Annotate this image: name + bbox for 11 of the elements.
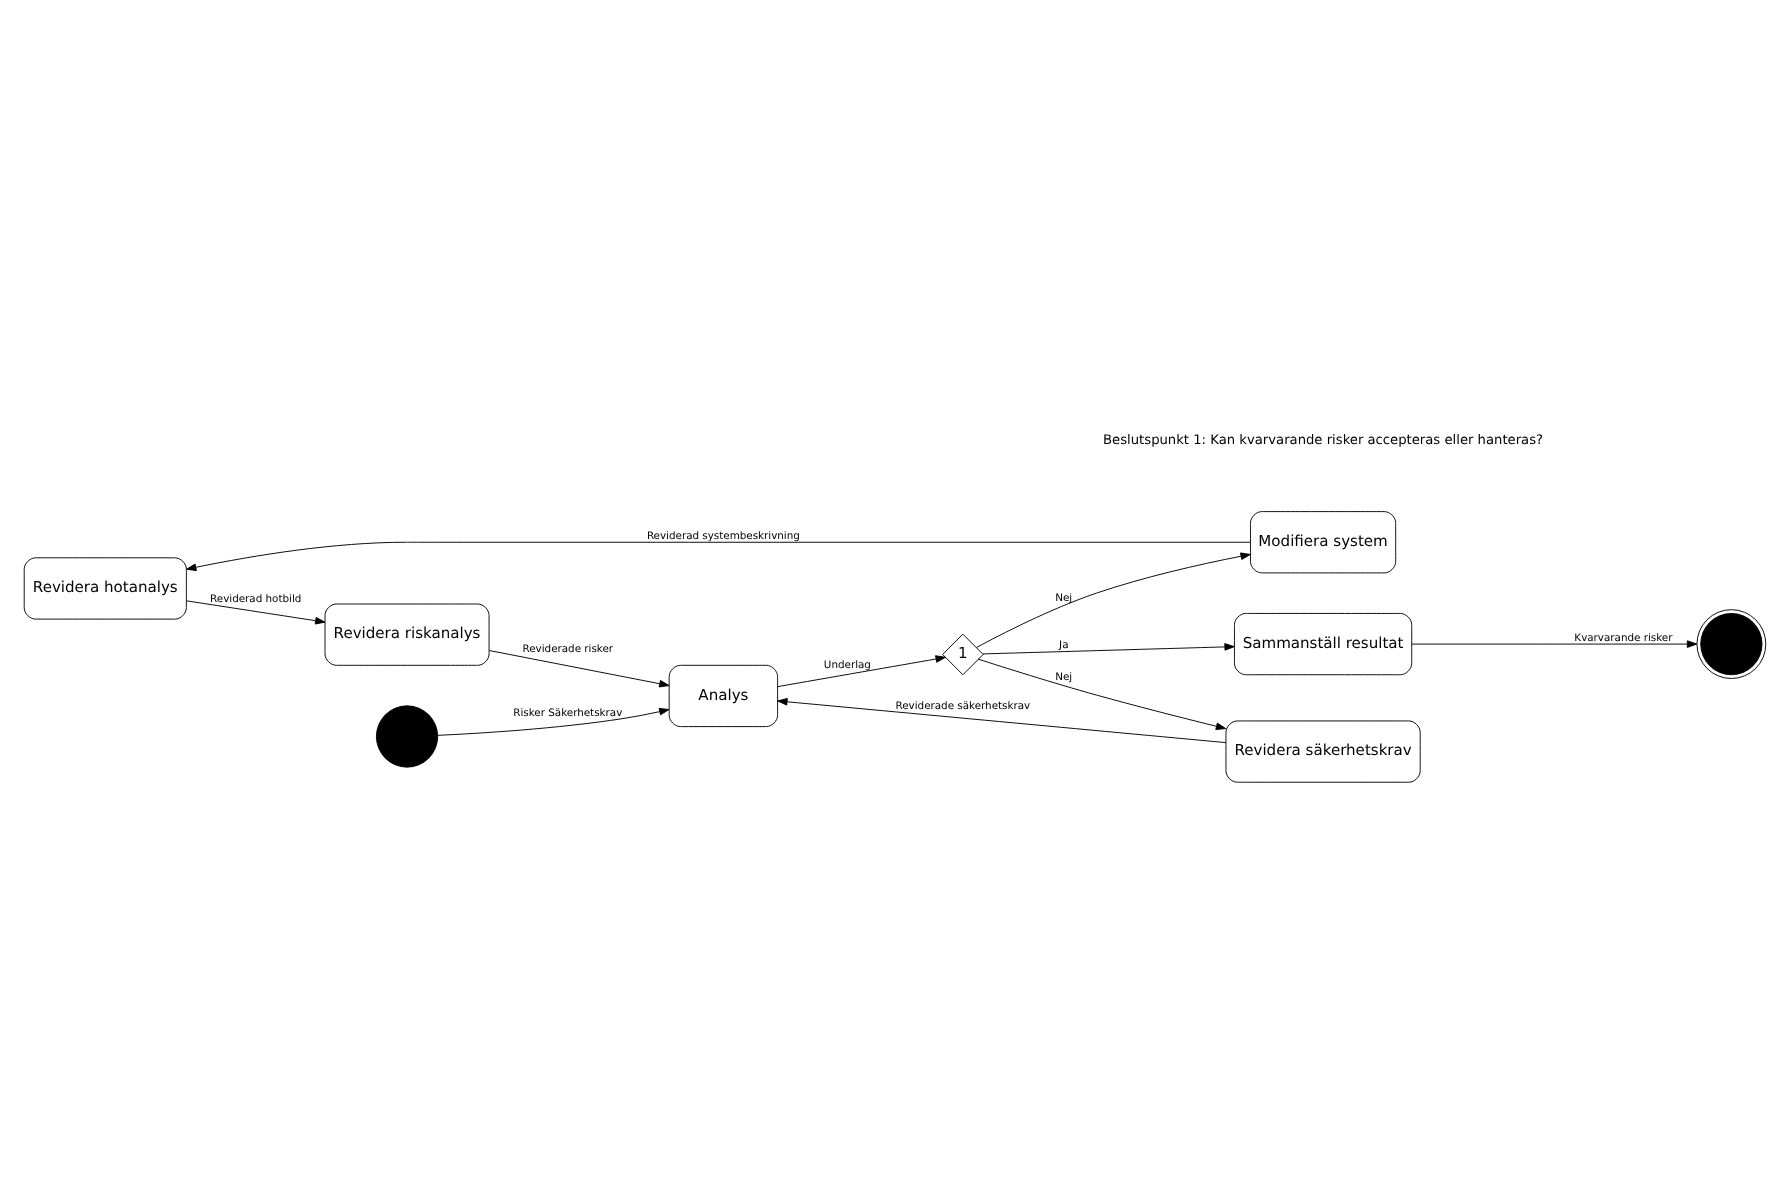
arrow [976, 551, 1251, 647]
arrow [437, 706, 670, 735]
arrow [978, 657, 1227, 729]
node-circle [375, 704, 439, 767]
arrow [777, 697, 1227, 743]
arrow [488, 649, 670, 687]
arrow [777, 654, 946, 687]
arrow [982, 642, 1235, 654]
arrow [1411, 639, 1698, 647]
arrow [186, 540, 1251, 571]
arrow [186, 599, 326, 624]
